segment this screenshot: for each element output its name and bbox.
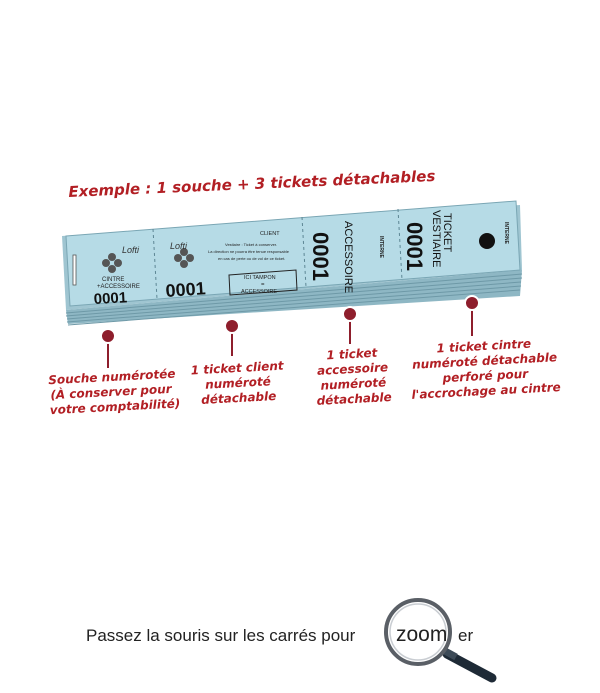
callout-souche: Souche numérotée (À conserver pour votre…: [48, 367, 181, 418]
client-text-2: La direction ne pourra être tenue respon…: [208, 249, 290, 254]
footer-instruction: Passez la souris sur les carrés pour: [86, 626, 356, 645]
footer-zoom-word: zoom: [396, 623, 448, 646]
vestiaire-number: 0001: [402, 222, 427, 271]
hanger-hole: [479, 233, 495, 249]
vestiaire-interne-label: INTERNE: [503, 222, 509, 245]
stamp-line2: =: [261, 282, 265, 288]
magnifier-icon: [384, 598, 497, 683]
ticket-face: [65, 200, 521, 307]
client-logo-text: Lofti: [170, 241, 188, 251]
client-text-3: en cas de perte ou de vol de ce ticket.: [218, 256, 285, 261]
souche-logo-text: Lofti: [122, 245, 140, 255]
client-text-1: Vestiaire : Ticket à conserver.: [225, 242, 277, 247]
staple: [72, 254, 77, 286]
callout-accessoire: 1 ticket accessoire numéroté détachable: [308, 345, 397, 409]
client-logo-icon: [174, 248, 194, 268]
vestiaire-label: VESTIAIRE: [430, 210, 442, 267]
stamp-box: [228, 269, 298, 296]
accessoire-number: 0001: [308, 232, 333, 281]
vestiaire-ticket-label: TICKET: [441, 213, 453, 252]
accessoire-interne-label: INTERNE: [378, 236, 384, 259]
client-title: CLIENT: [260, 231, 280, 237]
callout-client: 1 ticket client numéroté détachable: [187, 358, 289, 408]
footer-suffix: er: [458, 626, 474, 645]
souche-line1: CINTRE: [102, 277, 124, 283]
client-number: 0001: [165, 278, 206, 301]
callout-markers: [100, 295, 480, 368]
stamp-line1: ICI TAMPON: [244, 275, 276, 281]
souche-line2: +ACCESSOIRE: [97, 284, 140, 290]
souche-logo-icon: [102, 253, 122, 273]
callout-vestiaire: 1 ticket cintre numéroté détachable perf…: [409, 335, 562, 403]
souche-number: 0001: [93, 289, 127, 308]
accessoire-label: ACCESSOIRE: [342, 221, 354, 293]
stamp-line3: ACCESSOIRE: [241, 289, 277, 295]
